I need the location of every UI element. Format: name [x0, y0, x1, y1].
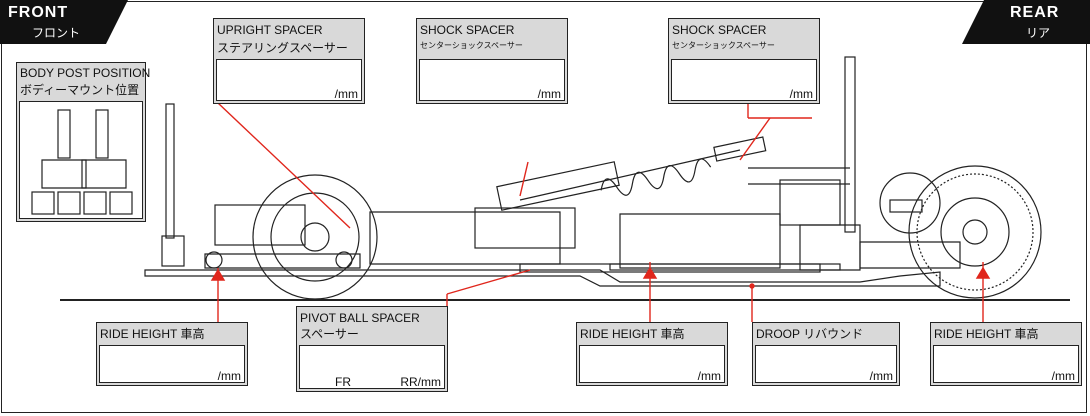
shock-spacer-rear-title: SHOCK SPACER: [672, 23, 767, 37]
pivot-ball-spacer-subtitle: スペーサー: [300, 327, 359, 341]
droop-input[interactable]: [755, 345, 897, 383]
pivot-ball-spacer-title: PIVOT BALL SPACER: [300, 311, 420, 325]
front-corner-tab: FRONT フロント: [0, 0, 128, 44]
shock-spacer-rear-unit: /mm: [789, 87, 813, 101]
shock-spacer-rear-subtitle: センターショックスペーサー: [672, 41, 775, 50]
shock-spacer-front-unit: /mm: [537, 87, 561, 101]
droop-title: DROOP リバウンド: [756, 327, 864, 341]
upright-spacer-title: UPRIGHT SPACER: [217, 23, 323, 37]
ride-height-rear-input[interactable]: [933, 345, 1079, 383]
droop-box: DROOP リバウンド /mm: [752, 322, 900, 386]
front-label: FRONT: [8, 4, 69, 21]
ride-height-rear-unit: /mm: [1051, 369, 1075, 383]
ride-height-front-box: RIDE HEIGHT 車高 /mm: [96, 322, 248, 386]
ride-height-center-unit: /mm: [697, 369, 721, 383]
body-post-diagram: [19, 101, 143, 219]
ride-height-rear-box: RIDE HEIGHT 車高 /mm: [930, 322, 1082, 386]
ride-height-center-input[interactable]: [579, 345, 725, 383]
shock-spacer-front-subtitle: センターショックスペーサー: [420, 41, 523, 50]
pivot-ball-spacer-fr-label: FR: [335, 375, 351, 389]
droop-unit: /mm: [869, 369, 893, 383]
body-post-subtitle: ボディーマウント位置: [20, 83, 140, 97]
upright-spacer-subtitle: ステアリングスペーサー: [217, 41, 348, 55]
shock-spacer-front-title: SHOCK SPACER: [420, 23, 515, 37]
rear-corner-tab: REAR リア: [962, 0, 1090, 44]
rear-label-jp: リア: [1026, 26, 1051, 40]
body-post-position-box: BODY POST POSITION ボディーマウント位置: [16, 62, 150, 222]
body-post-icon: [31, 109, 133, 215]
ride-height-center-title: RIDE HEIGHT 車高: [580, 327, 685, 341]
upright-spacer-input[interactable]: [216, 59, 362, 101]
pivot-ball-spacer-rr-label: RR/mm: [400, 375, 441, 389]
ride-height-front-input[interactable]: [99, 345, 245, 383]
upright-spacer-box: UPRIGHT SPACER ステアリングスペーサー /mm: [213, 18, 365, 104]
body-post-title: BODY POST POSITION: [20, 66, 151, 80]
front-label-jp: フロント: [32, 26, 81, 40]
shock-spacer-front-input[interactable]: [419, 59, 565, 101]
shock-spacer-front-box: SHOCK SPACER センターショックスペーサー /mm: [416, 18, 568, 104]
shock-spacer-rear-box: SHOCK SPACER センターショックスペーサー /mm: [668, 18, 820, 104]
ride-height-rear-title: RIDE HEIGHT 車高: [934, 327, 1039, 341]
pivot-ball-spacer-input[interactable]: [299, 345, 445, 389]
ride-height-center-box: RIDE HEIGHT 車高 /mm: [576, 322, 728, 386]
ride-height-front-unit: /mm: [217, 369, 241, 383]
shock-spacer-rear-input[interactable]: [671, 59, 817, 101]
ride-height-front-title: RIDE HEIGHT 車高: [100, 327, 205, 341]
upright-spacer-unit: /mm: [334, 87, 358, 101]
rear-label: REAR: [1010, 4, 1060, 21]
pivot-ball-spacer-box: PIVOT BALL SPACER スペーサー FR RR/mm: [296, 306, 448, 392]
